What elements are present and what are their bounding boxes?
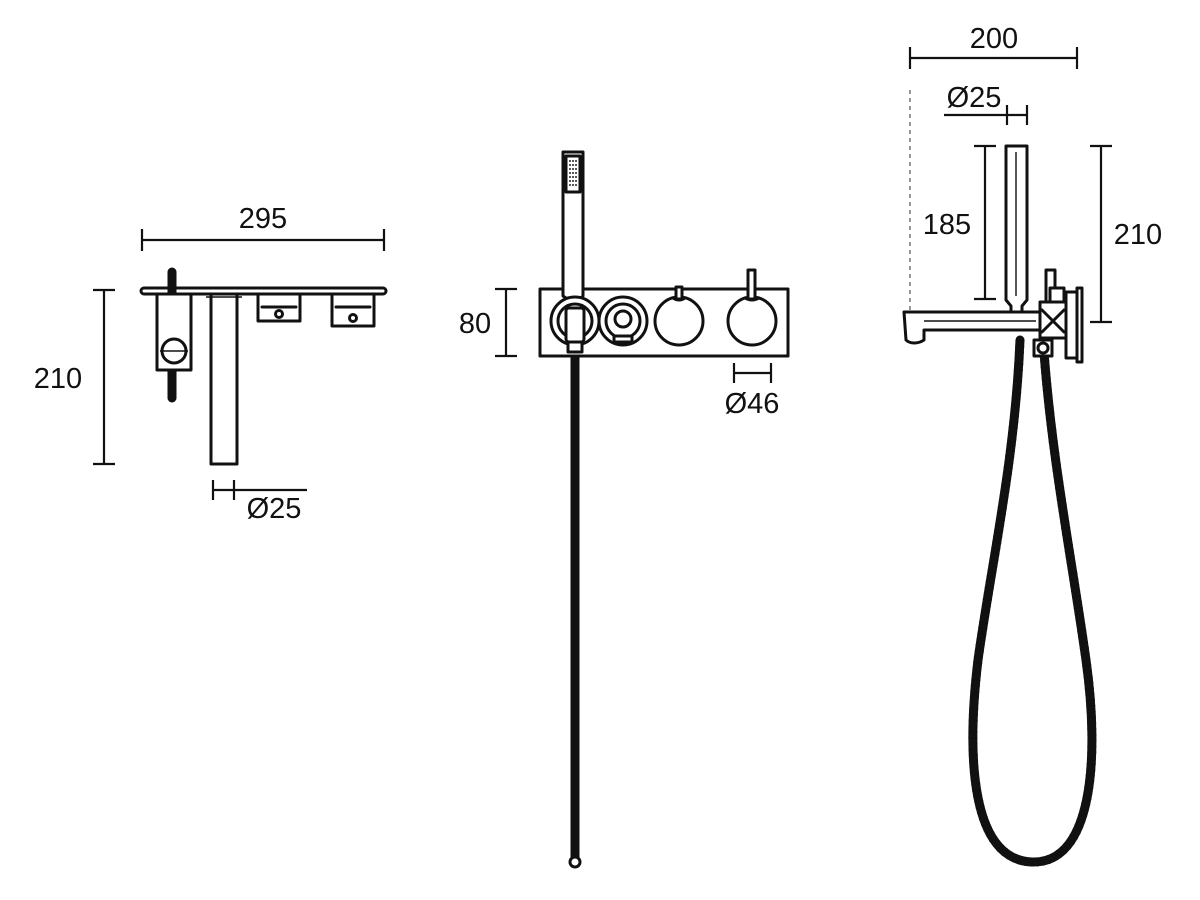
dimension-label: 295 [239,203,287,235]
hose-front [568,330,582,869]
side-view: 200 Ø25 185 210 [902,23,1162,867]
spout-plan [206,292,242,466]
holder-body-side [1032,268,1068,358]
dimension-height-210: 210 [34,288,115,466]
dimension-label: 80 [459,308,491,340]
dimension-diameter-25-side: Ø25 [944,82,1029,125]
dimension-overall-210: 210 [1090,144,1162,324]
dimension-plate-height-80: 80 [459,287,517,358]
dimension-label: Ø46 [725,388,780,420]
dimension-label: 185 [923,209,971,241]
spout-side [902,310,1042,345]
dimension-handpiece-185: 185 [923,144,996,301]
dimension-diameter-25-plan: Ø25 [211,480,307,525]
shower-holder-front [549,295,601,354]
mixer-knob-plan-2 [330,292,376,328]
dimension-label: 200 [970,23,1018,55]
mixer-knob-plan-1 [256,292,302,323]
front-view: 80 [459,150,790,869]
hand-shower-front [561,150,585,320]
diverter-front [597,295,649,347]
dimension-label: 210 [1114,219,1162,251]
hose-loop-side [968,335,1097,867]
mixer-knob-front-1 [653,285,705,347]
dimension-width-295: 295 [140,203,386,251]
dimension-label: Ø25 [247,493,302,525]
wall-flange-side [1064,286,1084,364]
hand-shower-side [1004,144,1029,320]
dimension-label: Ø25 [947,82,1002,114]
plan-view: 295 210 [34,203,388,525]
dimension-projection-200: 200 [908,23,1079,69]
dimension-label: 210 [34,363,82,395]
handshower-holder-plan [155,292,193,372]
dimension-diameter-46: Ø46 [725,363,780,420]
mixer-knob-front-2 [726,268,778,347]
